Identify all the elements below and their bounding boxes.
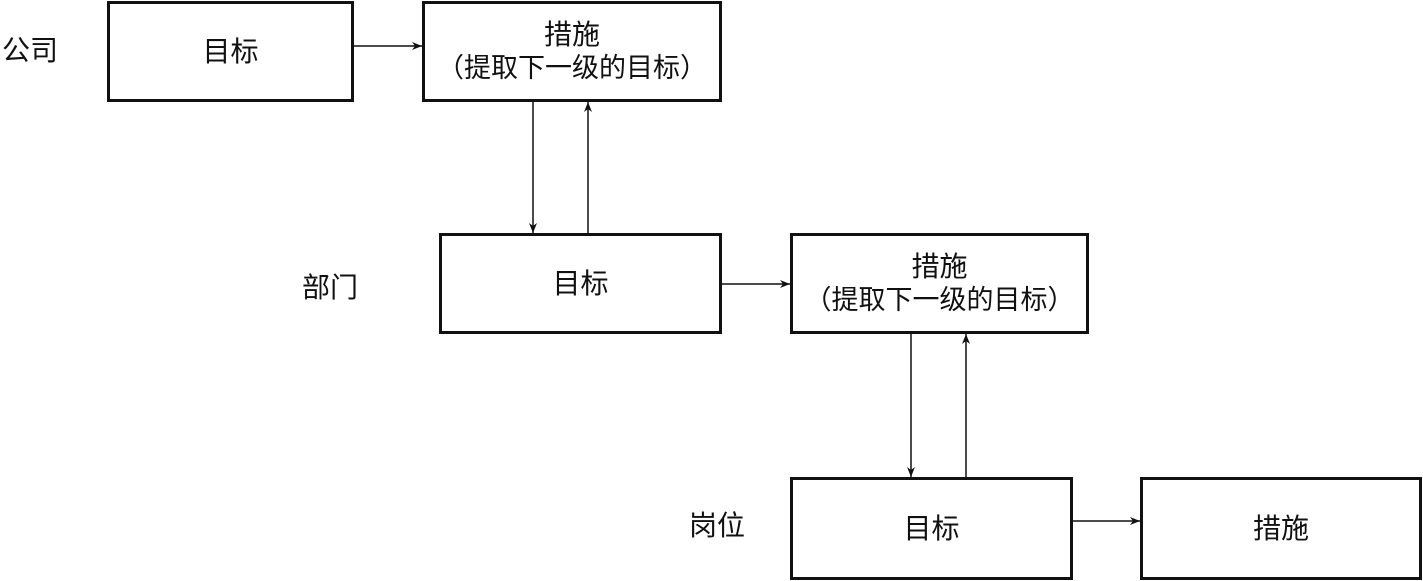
company-measure-title: 措施: [543, 18, 600, 52]
position-measure-text: 措施: [1252, 512, 1309, 545]
level-label-position: 岗位: [689, 509, 746, 542]
company-target-text: 目标: [202, 35, 259, 68]
department-measure-title: 措施: [911, 250, 968, 284]
department-target-box: 目标: [439, 233, 722, 334]
level-label-company: 公司: [2, 34, 59, 67]
position-target-box: 目标: [790, 477, 1073, 580]
position-target-text: 目标: [903, 512, 960, 545]
company-measure-subtitle: （提取下一级的目标）: [437, 53, 707, 85]
company-target-box: 目标: [107, 1, 354, 102]
company-measure-box: 措施 （提取下一级的目标）: [422, 1, 722, 102]
department-measure-subtitle: （提取下一级的目标）: [804, 285, 1075, 317]
department-measure-box: 措施 （提取下一级的目标）: [790, 233, 1089, 334]
level-label-department: 部门: [302, 271, 359, 304]
department-target-text: 目标: [552, 267, 609, 300]
position-measure-box: 措施: [1140, 477, 1422, 580]
